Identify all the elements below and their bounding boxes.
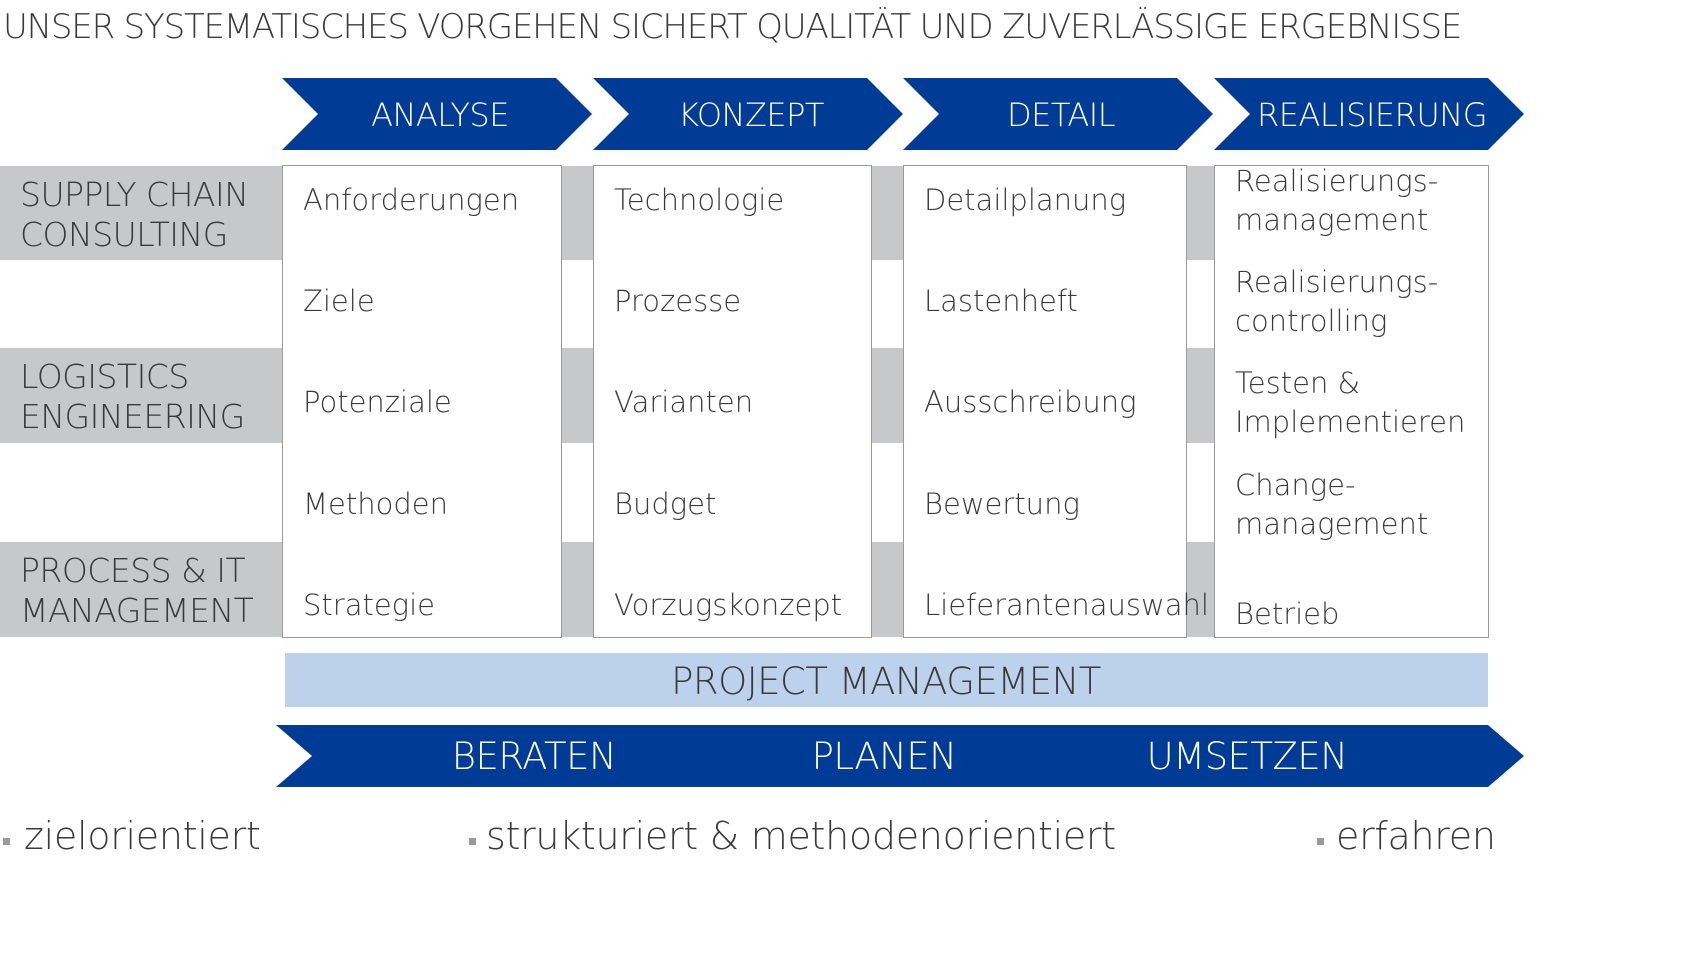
phase-arrow [1214,78,1524,150]
bottom-arrow-label: BERATEN [452,735,616,778]
bullet-icon [3,838,10,845]
footer-item: strukturiert & methodenorientiert [486,814,1116,858]
phase-item: Lieferantenauswahl [924,588,1209,622]
row-label: LOGISTICS [20,357,189,396]
phase-item: Lastenheft [924,284,1078,318]
phase-detail: DETAIL DetailplanungLastenheftAusschreibu… [903,78,1213,638]
phase-label: KONZEPT [678,96,824,134]
phase-item: Budget [614,487,716,521]
footer-item: erfahren [1336,814,1496,858]
phase-item: Vorzugskonzept [614,588,842,622]
phase-item: Realisierungs- [1235,265,1438,299]
phase-box [903,165,1187,638]
phase-item: Ziele [303,284,375,318]
row-label: SUPPLY CHAIN [20,175,248,214]
bottom-arrow-label: UMSETZEN [1147,735,1348,778]
footer-item: zielorientiert [24,814,261,858]
phase-item: Detailplanung [924,183,1126,217]
phase-arrow [903,78,1213,150]
phase-item: Realisierungs- [1235,164,1438,198]
phase-item: Methoden [303,487,448,521]
phase-item: Technologie [614,183,784,217]
phase-item: Change- [1235,468,1356,502]
phase-item: Varianten [614,385,753,419]
phase-box [593,165,872,638]
phase-label: ANALYSE [371,96,509,134]
phase-item: Potenziale [303,385,452,419]
phase-box [1214,165,1489,638]
phase-item: management [1235,203,1428,237]
page-title: UNSER SYSTEMATISCHES VORGEHEN SICHERT QU… [3,7,1461,47]
project-management-bar [285,653,1488,707]
phase-arrow [593,78,903,150]
bullet-icon [469,838,476,845]
row-label: CONSULTING [20,215,228,254]
phase-item: Testen & [1235,366,1360,400]
bullet-icon [1317,838,1324,845]
phase-item: Anforderungen [303,183,519,217]
phase-label: REALISIERUNG [1257,96,1487,134]
phase-arrow [282,78,592,150]
phase-item: management [1235,507,1428,541]
bottom-arrow-label: PLANEN [812,735,957,778]
row-label: ENGINEERING [20,397,245,436]
phase-item: Prozesse [614,284,741,318]
phase-item: Bewertung [924,487,1080,521]
phase-konzept: KONZEPT TechnologieProzesseVariantenBudge… [593,78,903,638]
phase-box [282,165,562,638]
phase-item: Strategie [303,588,435,622]
row-label: MANAGEMENT [20,591,254,630]
phase-item: Ausschreibung [924,385,1137,419]
phase-realisierung: REALISIERUNGRealisierungs-managementReal… [1214,78,1524,638]
project-management-label: PROJECT MANAGEMENT [671,660,1101,703]
phase-item: controlling [1235,304,1387,338]
phase-label: DETAIL [1007,96,1115,134]
row-label: PROCESS & IT [20,551,246,590]
phase-item: Implementieren [1235,405,1465,439]
bottom-process-arrow [276,725,1524,787]
phase-item: Betrieb [1235,597,1339,631]
phase-analyse: ANALYSE AnforderungenZielePotenzialeMetho… [282,78,592,638]
